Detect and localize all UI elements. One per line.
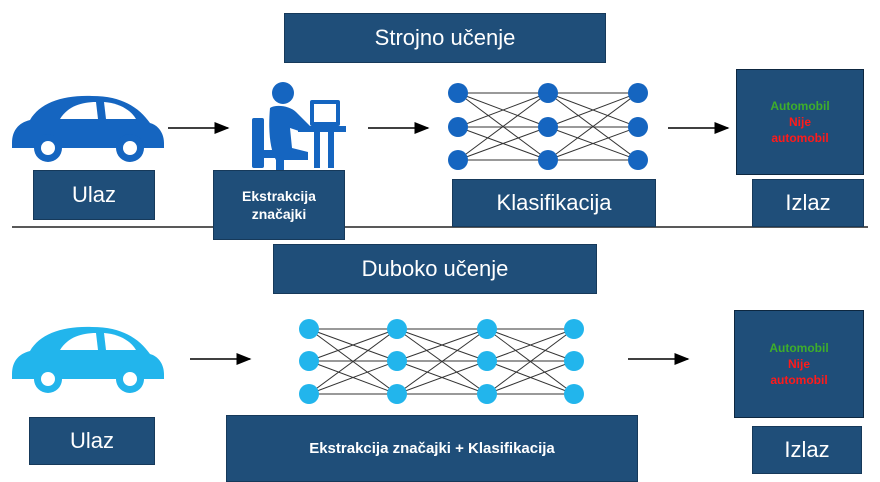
ml-input-label: Ulaz <box>33 170 155 220</box>
network-node <box>477 351 497 371</box>
dl-output-positive: Automobil <box>769 341 829 355</box>
ml-classification-label: Klasifikacija <box>452 179 656 227</box>
network-connection <box>457 92 549 128</box>
ml-output-positive: Automobil <box>770 99 830 113</box>
neural-network-icon <box>448 83 648 170</box>
network-connection <box>308 328 398 395</box>
deep-learning-title: Duboko učenje <box>273 244 597 294</box>
dl-combined-label: Ekstrakcija značajki + Klasifikacija <box>226 415 638 482</box>
network-node <box>564 351 584 371</box>
network-connection <box>547 92 639 128</box>
ml-output-label: Izlaz <box>752 179 864 227</box>
network-connection <box>486 328 575 362</box>
network-node <box>387 319 407 339</box>
network-connection <box>308 360 398 395</box>
network-connection <box>457 126 549 161</box>
dl-output-box: Automobil Nije automobil <box>734 310 864 418</box>
neural-network-icon <box>299 319 584 404</box>
network-connection <box>396 328 488 395</box>
ml-output-negative: Nije automobil <box>771 115 829 145</box>
network-node <box>299 319 319 339</box>
dl-output-negative: Nije automobil <box>770 357 828 387</box>
network-node <box>538 83 558 103</box>
ml-feature-extraction-label: Ekstrakcija značajki <box>213 170 345 240</box>
car-icon <box>12 326 164 393</box>
person-at-computer-icon <box>252 82 346 170</box>
machine-learning-title: Strojno učenje <box>284 13 606 63</box>
network-node <box>538 117 558 137</box>
network-node <box>299 384 319 404</box>
network-node <box>628 150 648 170</box>
network-connection <box>396 328 488 362</box>
network-node <box>448 150 468 170</box>
network-node <box>477 384 497 404</box>
network-node <box>387 351 407 371</box>
network-node <box>628 83 648 103</box>
dl-output-label: Izlaz <box>752 426 862 474</box>
network-node <box>628 117 648 137</box>
network-connection <box>457 92 549 161</box>
dl-input-label: Ulaz <box>29 417 155 465</box>
network-node <box>564 319 584 339</box>
car-icon <box>12 95 164 162</box>
network-node <box>448 117 468 137</box>
network-connection <box>547 126 639 161</box>
network-node <box>477 319 497 339</box>
ml-output-box: Automobil Nije automobil <box>736 69 864 175</box>
network-node <box>387 384 407 404</box>
network-connection <box>396 360 488 395</box>
network-connection <box>486 328 575 395</box>
network-node <box>448 83 468 103</box>
network-node <box>564 384 584 404</box>
network-connection <box>308 328 398 362</box>
network-connection <box>486 360 575 395</box>
network-connection <box>547 92 639 161</box>
network-node <box>538 150 558 170</box>
network-node <box>299 351 319 371</box>
